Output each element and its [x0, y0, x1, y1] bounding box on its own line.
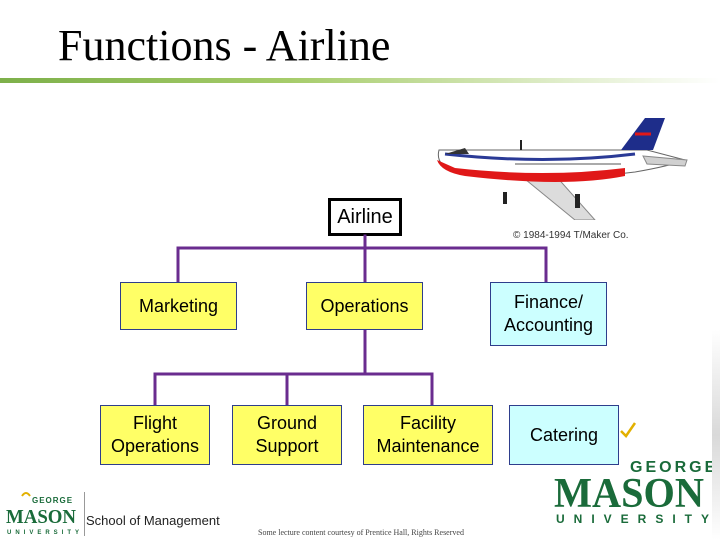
gmu-logo-small: GEORGE MASON UNIVERSITY — [6, 492, 80, 536]
gmu-logo-large-george: GEORGE — [630, 459, 718, 476]
gmu-logo-small-mason: MASON — [6, 506, 77, 528]
org-node-facility-maintenance: Facility Maintenance — [363, 405, 493, 465]
org-node-ground-support: Ground Support — [232, 405, 342, 465]
gold-checkmark-icon — [620, 422, 637, 438]
airplane-clipart-icon — [437, 118, 688, 220]
clipart-copyright: © 1984-1994 T/Maker Co. — [513, 230, 629, 241]
org-node-marketing: Marketing — [120, 282, 237, 330]
title-underline — [0, 78, 720, 83]
slide-title: Functions - Airline — [58, 21, 391, 70]
org-node-facility-maintenance-label: Facility Maintenance — [376, 413, 480, 456]
footer-divider — [84, 492, 85, 536]
gmu-logo-small-george: GEORGE — [32, 496, 73, 505]
school-name: School of Management — [86, 513, 220, 528]
right-edge-strip — [712, 330, 720, 540]
org-node-operations-label: Operations — [320, 295, 409, 316]
org-node-ground-support-label: Ground Support — [255, 413, 319, 456]
gmu-logo-large-mason: MASON — [554, 471, 704, 517]
org-node-flight-operations-label: Flight Operations — [110, 413, 200, 456]
org-node-marketing-label: Marketing — [138, 295, 219, 316]
lecture-credit: Some lecture content courtesy of Prentic… — [258, 528, 464, 537]
gmu-logo-small-university: UNIVERSITY — [7, 530, 80, 536]
org-node-finance-accounting: Finance/ Accounting — [490, 282, 607, 346]
org-node-catering: Catering — [509, 405, 619, 465]
org-node-operations: Operations — [306, 282, 423, 330]
org-node-finance-accounting-label: Finance/ Accounting — [503, 292, 594, 335]
org-node-catering-label: Catering — [529, 424, 599, 445]
gmu-logo-large-university: UNIVERSITY — [556, 512, 718, 526]
gmu-logo-large: GEORGE MASON UNIVERSITY — [554, 459, 718, 526]
org-node-flight-operations: Flight Operations — [100, 405, 210, 465]
